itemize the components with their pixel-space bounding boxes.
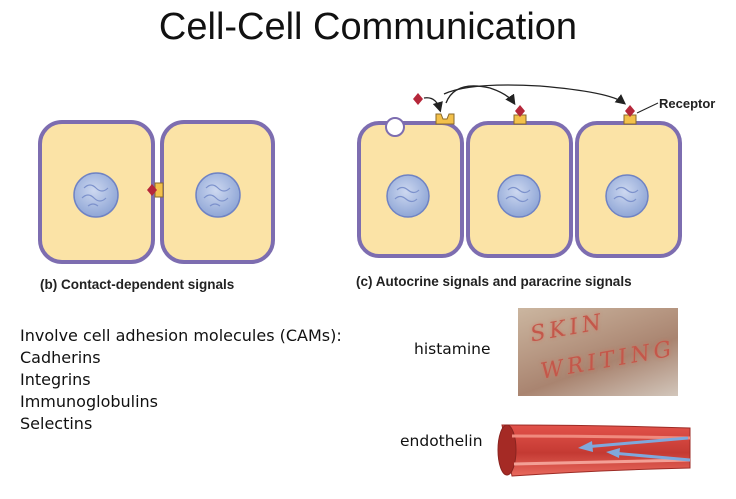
receptor-icon <box>435 113 455 125</box>
signal-molecule-icon <box>625 105 635 117</box>
receptor-leader-line <box>636 102 659 114</box>
histamine-label: histamine <box>414 340 491 358</box>
caption-contact-dependent: (b) Contact-dependent signals <box>40 277 235 292</box>
signal-molecule-icon <box>515 105 525 117</box>
signal-molecule-icon <box>413 93 423 105</box>
panel-b-cells <box>38 120 275 264</box>
panel-c-cells <box>357 84 682 258</box>
caption-autocrine-paracrine: (c) Autocrine signals and paracrine sign… <box>356 274 632 289</box>
vesicle-icon <box>385 117 405 137</box>
list-item: Immunoglobulins <box>20 392 159 411</box>
nucleus-icon <box>497 174 541 218</box>
paracrine-arrow <box>445 85 516 106</box>
skin-writing-photo: SKIN WRITING <box>518 308 678 396</box>
list-item: Selectins <box>20 414 93 433</box>
receptor-label: Receptor <box>659 96 716 111</box>
photo-text: WRITING <box>538 336 678 385</box>
autocrine-arrow <box>423 97 443 113</box>
nucleus-icon <box>605 174 649 218</box>
list-item: Integrins <box>20 370 91 389</box>
cam-heading: Involve cell adhesion molecules (CAMs): <box>20 326 342 345</box>
blood-vessel-illustration <box>497 424 691 477</box>
nucleus-icon <box>73 172 119 218</box>
photo-text: SKIN <box>528 309 608 348</box>
signal-molecule-icon <box>147 184 157 196</box>
list-item: Cadherins <box>20 348 101 367</box>
nucleus-icon <box>386 174 430 218</box>
paracrine-arrow <box>443 84 627 105</box>
cam-list: Cadherins Integrins Immunoglobulins Sele… <box>20 347 342 435</box>
page-title: Cell-Cell Communication <box>158 6 578 48</box>
flow-arrow <box>583 436 689 449</box>
nucleus-icon <box>195 172 241 218</box>
cam-list-block: Involve cell adhesion molecules (CAMs): … <box>20 325 342 435</box>
flow-arrow <box>611 451 691 462</box>
endothelin-label: endothelin <box>400 432 483 450</box>
